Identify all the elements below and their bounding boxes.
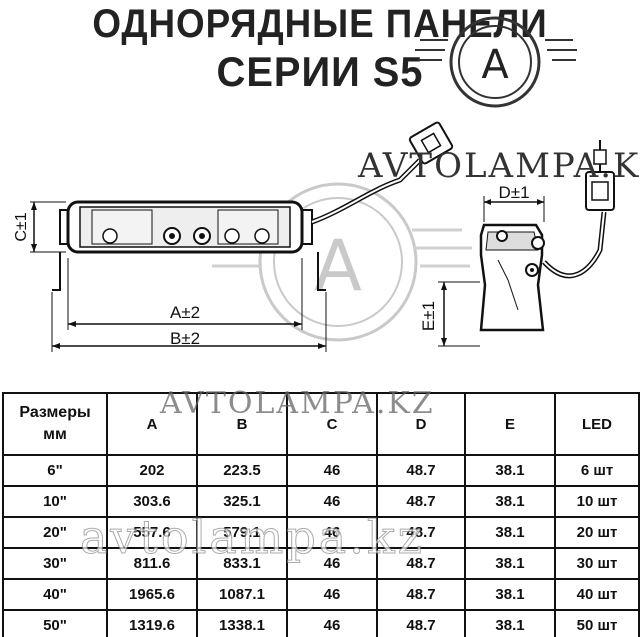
logo-letter: A [481, 42, 509, 88]
dimension-b-label: B±2 [170, 329, 200, 348]
table-cell: 202 [106, 454, 198, 487]
table-header-cell: LED [554, 392, 640, 456]
table-cell: 1087.1 [196, 578, 288, 611]
table-header-row: Размеры мм A B C D E LED [2, 392, 640, 456]
watermark-middle: AVTOLAMPA.KZ [160, 386, 435, 421]
table-cell: 20" [2, 516, 108, 549]
table-cell: 38.1 [464, 578, 556, 611]
watermark-top: AVTOLAMPA.KZ [358, 146, 640, 186]
table-header-cell: E [464, 392, 556, 456]
table-header-cell: A [106, 392, 198, 456]
table-cell: 48.7 [376, 485, 466, 518]
table-header-label: Размеры мм [2, 392, 108, 456]
table-cell: 1965.6 [106, 578, 198, 611]
dimension-b: B±2 [51, 292, 327, 352]
table-cell: 30 шт [554, 547, 640, 580]
table-header-label-line2: мм [43, 426, 67, 443]
dimension-c: C±1 [13, 201, 66, 253]
table-row: 10" 303.6 325.1 46 48.7 38.1 10 шт [2, 485, 640, 518]
dimension-e: E±1 [419, 281, 480, 347]
table-cell: 303.6 [106, 485, 198, 518]
page-title-line2: СЕРИИ S5 [216, 48, 424, 95]
table-cell: 6 шт [554, 454, 640, 487]
technical-drawing: A A C±1 [13, 16, 615, 352]
table-cell: 6" [2, 454, 108, 487]
brand-logo-watermark: A [205, 182, 472, 342]
brand-logo-top: A [415, 16, 577, 108]
table-cell: 46 [286, 578, 378, 611]
table-header-label-line1: Размеры [19, 404, 91, 421]
dimension-a-label: A±2 [170, 303, 200, 322]
table-cell: 46 [286, 454, 378, 487]
table-cell: 223.5 [196, 454, 288, 487]
table-cell: 557.6 [106, 516, 198, 549]
table-cell: 46 [286, 547, 378, 580]
lightbar-front-view [52, 121, 454, 291]
table-row: 50" 1319.6 1338.1 46 48.7 38.1 50 шт [2, 609, 640, 637]
table-cell: 50" [2, 609, 108, 637]
table-cell: 833.1 [196, 547, 288, 580]
table-cell: 40" [2, 578, 108, 611]
table-cell: 48.7 [376, 578, 466, 611]
logo-letter-watermark: A [314, 225, 362, 307]
table-cell: 30" [2, 547, 108, 580]
table-cell: 1338.1 [196, 609, 288, 637]
table-cell: 38.1 [464, 454, 556, 487]
table-cell: 48.7 [376, 454, 466, 487]
table-row: 40" 1965.6 1087.1 46 48.7 38.1 40 шт [2, 578, 640, 611]
table-header-cell: D [376, 392, 466, 456]
table-cell: 48.7 [376, 547, 466, 580]
watermark-bottom: avtolampa.kz [80, 510, 425, 565]
table-cell: 46 [286, 485, 378, 518]
table-cell: 48.7 [376, 609, 466, 637]
table-cell: 38.1 [464, 609, 556, 637]
table-cell: 46 [286, 609, 378, 637]
table-cell: 325.1 [196, 485, 288, 518]
table-cell: 40 шт [554, 578, 640, 611]
lightbar-side-view [479, 140, 615, 332]
table-cell: 38.1 [464, 485, 556, 518]
table-header-cell: B [196, 392, 288, 456]
table-cell: 38.1 [464, 547, 556, 580]
table-cell: 46 [286, 516, 378, 549]
table-cell: 10 шт [554, 485, 640, 518]
dimension-d-label: D±1 [498, 183, 529, 202]
table-cell: 811.6 [106, 547, 198, 580]
table-row: 6" 202 223.5 46 48.7 38.1 6 шт [2, 454, 640, 487]
sizes-table: Размеры мм A B C D E LED 6" 202 223.5 46… [2, 392, 640, 637]
table-cell: 50 шт [554, 609, 640, 637]
table-cell: 48.7 [376, 516, 466, 549]
dimension-d: D±1 [483, 183, 545, 222]
dimension-a: A±2 [67, 258, 303, 330]
dimension-e-label: E±1 [419, 301, 438, 331]
table-cell: 20 шт [554, 516, 640, 549]
dimension-c-label: C±1 [13, 212, 30, 241]
table-cell: 10" [2, 485, 108, 518]
table-cell: 38.1 [464, 516, 556, 549]
table-cell: 579.1 [196, 516, 288, 549]
table-header-cell: C [286, 392, 378, 456]
table-row: 20" 557.6 579.1 46 48.7 38.1 20 шт [2, 516, 640, 549]
table-row: 30" 811.6 833.1 46 48.7 38.1 30 шт [2, 547, 640, 580]
table-cell: 1319.6 [106, 609, 198, 637]
